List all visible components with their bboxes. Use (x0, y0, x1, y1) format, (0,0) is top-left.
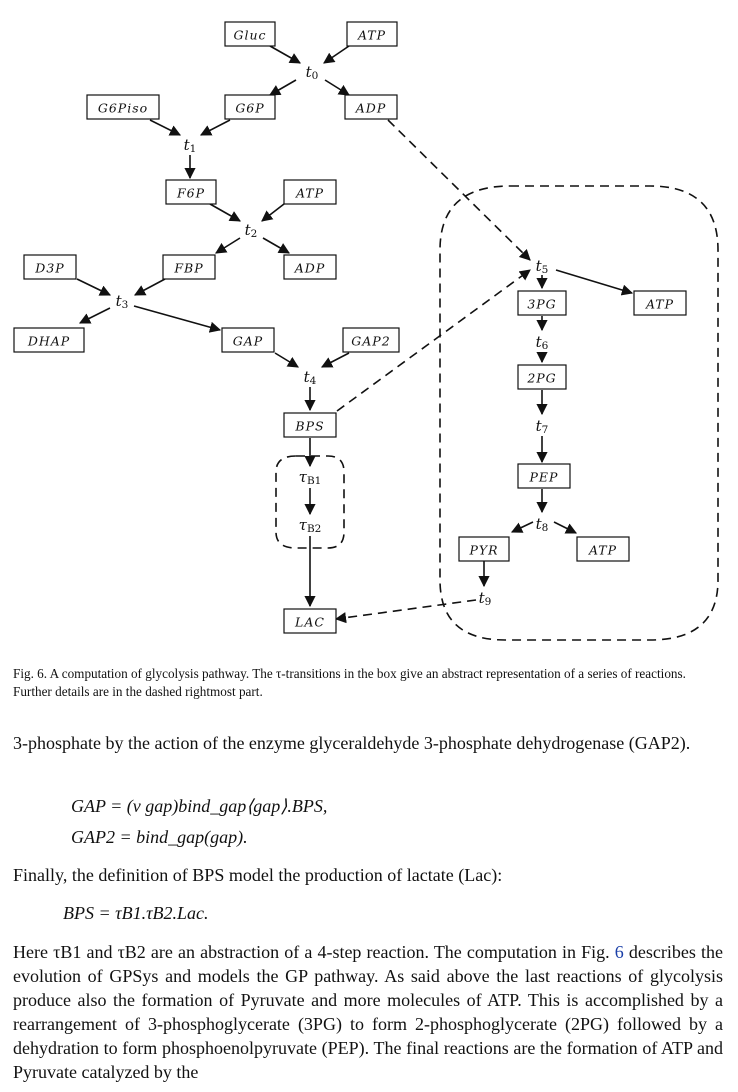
transition-tb2: τB2 (299, 516, 322, 535)
node-g6piso: G6Piso (86, 94, 160, 120)
node-label: ATP (645, 297, 674, 312)
node-label: G6Piso (98, 101, 148, 116)
node-box (458, 536, 510, 562)
node-gluc: Gluc (224, 21, 276, 47)
node-label: Gluc (233, 28, 266, 43)
transition-t7: t7 (536, 417, 549, 436)
paragraph-computation: Here τB1 and τB2 are an abstraction of a… (13, 940, 723, 1084)
equation-gap: GAP = (ν gap)bind_gap⟨gap⟩.BPS, (71, 796, 328, 816)
paragraph-bps: Finally, the definition of BPS model the… (13, 865, 503, 885)
node-label: PYR (468, 543, 498, 558)
node-label: BPS (294, 419, 324, 434)
node-label: F6P (176, 186, 205, 201)
node-label: DHAP (27, 334, 70, 349)
node-box (86, 94, 160, 120)
node-box (517, 364, 567, 390)
transition-layer: t0 t1 t2 t3 t4 t5 t6 t7 t8 t9 τB1 τB2 (116, 63, 549, 608)
node-box (342, 327, 400, 353)
node-atp3: ATP (633, 290, 687, 316)
transition-t5: t5 (536, 257, 549, 276)
node-box (283, 608, 337, 634)
node-box (224, 94, 276, 120)
node-atp2: ATP (283, 179, 337, 205)
paragraph-gap2: 3-phosphate by the action of the enzyme … (13, 733, 691, 753)
node-adp2: ADP (283, 254, 337, 280)
node-box (283, 254, 337, 280)
node-2pg: 2PG (517, 364, 567, 390)
node-label: GAP (233, 334, 263, 349)
paragraph-text-start: Here τB1 and τB2 are an abstraction of a… (13, 942, 615, 962)
transition-t4: t4 (304, 368, 317, 387)
transition-tb1: τB1 (299, 468, 322, 487)
transition-t8: t8 (536, 515, 549, 534)
figure-caption: Fig. 6. A computation of glycolysis path… (13, 666, 686, 699)
node-d3p: D3P (23, 254, 77, 280)
node-fbp: FBP (162, 254, 216, 280)
transition-t0: t0 (306, 63, 319, 82)
node-g6p: G6P (224, 94, 276, 120)
node-adp1: ADP (344, 94, 398, 120)
dashed-links (334, 119, 531, 624)
node-box (224, 21, 276, 47)
node-label: ATP (588, 543, 617, 558)
transition-t9: t9 (479, 589, 492, 608)
node-box (346, 21, 398, 47)
transition-t1: t1 (184, 136, 197, 155)
transition-t2: t2 (245, 221, 258, 240)
node-label: ATP (357, 28, 386, 43)
node-box (633, 290, 687, 316)
node-box (283, 412, 337, 438)
node-label: ADP (294, 261, 325, 276)
node-label: PEP (529, 470, 559, 485)
figure-reference-link[interactable]: 6 (614, 942, 624, 962)
node-box (517, 463, 571, 489)
tau-abstraction-box (275, 455, 345, 549)
reaction-arrows (76, 45, 634, 608)
dashed-detail-region (439, 185, 719, 641)
node-atp1: ATP (346, 21, 398, 47)
node-label: D3P (34, 261, 64, 276)
equation-bps: BPS = τB1.τB2.Lac. (63, 903, 209, 923)
node-pyr: PYR (458, 536, 510, 562)
node-gap: GAP (221, 327, 275, 353)
node-3pg: 3PG (517, 290, 567, 316)
node-label: ATP (295, 186, 324, 201)
equation-gap2: GAP2 = bind_gap(gap). (71, 827, 248, 847)
node-label: 2PG (526, 371, 556, 386)
node-label: G6P (235, 101, 264, 116)
node-box (162, 254, 216, 280)
transition-t3: t3 (116, 292, 129, 311)
node-box (23, 254, 77, 280)
node-box (221, 327, 275, 353)
node-label: FBP (173, 261, 203, 276)
node-f6p: F6P (165, 179, 217, 205)
node-box (13, 327, 85, 353)
node-box (517, 290, 567, 316)
node-pep: PEP (517, 463, 571, 489)
node-label: GAP2 (351, 334, 390, 349)
node-box (344, 94, 398, 120)
node-gap2: GAP2 (342, 327, 400, 353)
transition-t6: t6 (536, 333, 549, 352)
node-box (576, 536, 630, 562)
node-atp4: ATP (576, 536, 630, 562)
node-label: ADP (355, 101, 386, 116)
node-bps: BPS (283, 412, 337, 438)
paragraph-text-end: describes the evolution of GPSys and mod… (13, 942, 724, 1082)
node-lac: LAC (283, 608, 337, 634)
node-box (283, 179, 337, 205)
node-label: LAC (294, 615, 325, 630)
node-box (165, 179, 217, 205)
node-label: 3PG (527, 297, 556, 312)
node-dhap: DHAP (13, 327, 85, 353)
